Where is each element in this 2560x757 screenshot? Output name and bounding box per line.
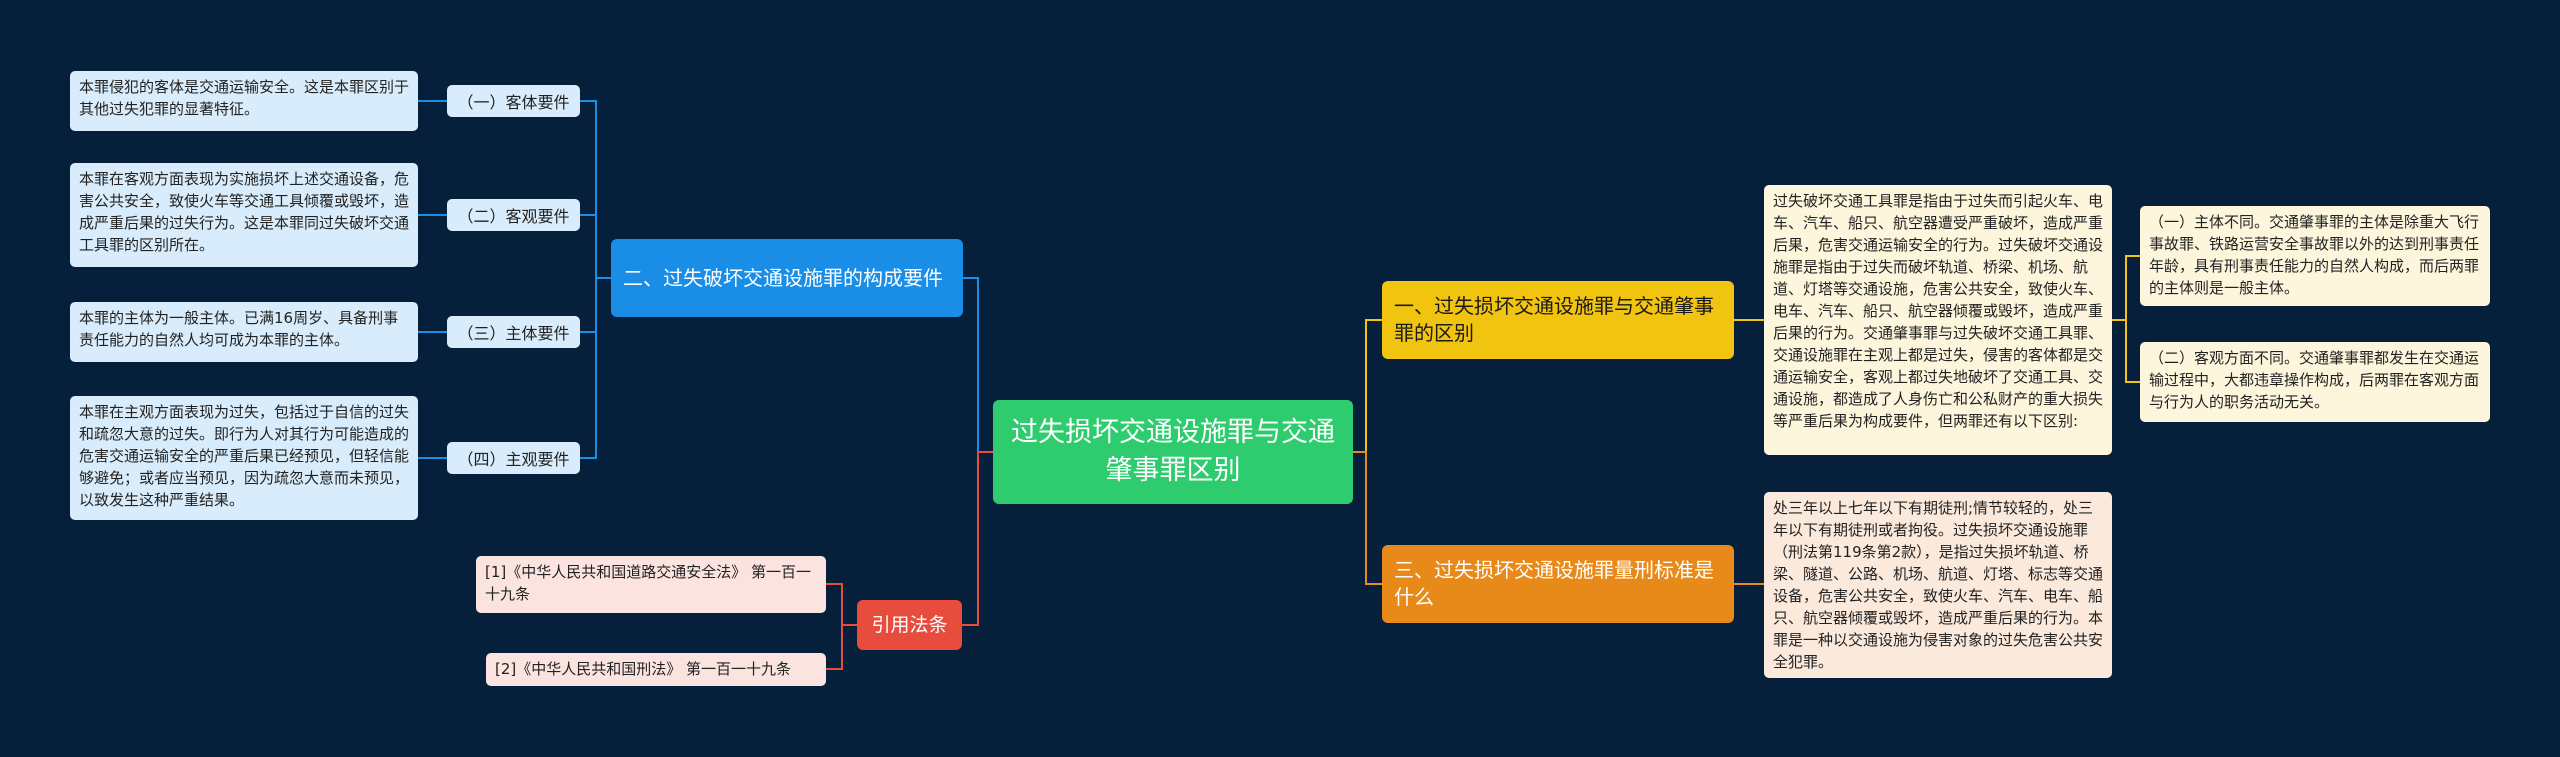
ref-criminal-law: [2]《中华人民共和国刑法》 第一百一十九条: [486, 653, 826, 686]
sub-object-element[interactable]: （一）客体要件: [447, 85, 580, 117]
connector-center-red: [962, 451, 993, 626]
connector-red-ref1: [826, 583, 857, 626]
leaf-objective-text: 本罪在客观方面表现为实施损坏上述交通设备，危害公共安全，致使火车等交通工具倾覆或…: [70, 163, 418, 267]
difference-objective-text: （二）客观方面不同。交通肇事罪都发生在交通运输过程中，大都违章操作构成，后两罪在…: [2140, 342, 2490, 422]
connector-center-yellow: [1353, 318, 1382, 453]
sub-subject-element[interactable]: （三）主体要件: [447, 316, 580, 348]
branch-constituent-elements[interactable]: 二、过失破坏交通设施罪的构成要件: [611, 239, 963, 317]
sub-subjective-element[interactable]: （四）主观要件: [447, 442, 580, 474]
connector-red-ref2: [826, 624, 857, 670]
connector-body-leaf2: [2112, 319, 2140, 383]
branch-cited-laws[interactable]: 引用法条: [857, 600, 962, 650]
leaf-subjective-text: 本罪在主观方面表现为过失，包括过于自信的过失和疏忽大意的过失。即行为人对其行为可…: [70, 396, 418, 520]
connector-blue-sub2: [580, 214, 611, 279]
connector-body-leaf1: [2112, 255, 2140, 321]
difference-subject-text: （一）主体不同。交通肇事罪的主体是除重大飞行事故罪、铁路运营安全事故罪以外的达到…: [2140, 206, 2490, 306]
branch-sentencing-standard[interactable]: 三、过失损坏交通设施罪量刑标准是什么: [1382, 545, 1734, 623]
central-topic[interactable]: 过失损坏交通设施罪与交通肇事罪区别: [993, 400, 1353, 504]
branch-difference[interactable]: 一、过失损坏交通设施罪与交通肇事罪的区别: [1382, 281, 1734, 359]
connector-center-blue: [963, 277, 993, 453]
ref-road-traffic-law: [1]《中华人民共和国道路交通安全法》 第一百一十九条: [476, 556, 826, 613]
sub-objective-element[interactable]: （二）客观要件: [447, 199, 580, 231]
connector-center-orange: [1353, 451, 1382, 585]
leaf-object-text: 本罪侵犯的客体是交通运输安全。这是本罪区别于其他过失犯罪的显著特征。: [70, 71, 418, 131]
connector-blue-sub4: [580, 277, 611, 459]
difference-body-text: 过失破坏交通工具罪是指由于过失而引起火车、电车、汽车、船只、航空器遭受严重破坏，…: [1764, 185, 2112, 455]
sentencing-body-text: 处三年以上七年以下有期徒刑;情节较轻的，处三年以下有期徒刑或者拘役。过失损坏交通…: [1764, 492, 2112, 678]
leaf-subject-text: 本罪的主体为一般主体。已满16周岁、具备刑事责任能力的自然人均可成为本罪的主体。: [70, 302, 418, 362]
